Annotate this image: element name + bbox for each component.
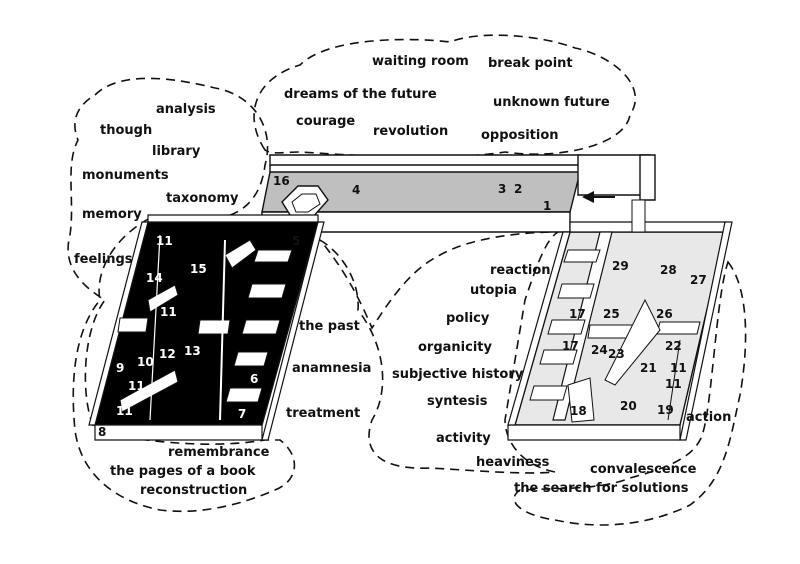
corridor bbox=[261, 154, 656, 233]
label-syntesis: syntesis bbox=[427, 394, 488, 409]
right-block-numbers: 29 28 27 17 25 26 17 24 23 22 21 11 11 2… bbox=[562, 259, 707, 418]
label-taxonomy: taxonomy bbox=[166, 191, 239, 206]
room-number: 11 bbox=[116, 404, 133, 418]
label-activity: activity bbox=[436, 431, 491, 446]
label-opposition: opposition bbox=[481, 128, 559, 143]
label-anamnesia: anamnesia bbox=[292, 361, 371, 376]
left-block-numbers: 11 15 5 14 11 9 10 12 13 11 11 6 7 8 bbox=[98, 234, 300, 439]
room-number: 14 bbox=[146, 271, 163, 285]
room-number: 4 bbox=[352, 183, 360, 197]
cloud-middle bbox=[319, 231, 561, 474]
room-number: 7 bbox=[238, 407, 246, 421]
label-unknown-future: unknown future bbox=[493, 95, 610, 110]
label-policy: policy bbox=[446, 311, 490, 326]
right-cloud-words: action convalescence the search for solu… bbox=[514, 410, 731, 496]
label-waiting-room: waiting room bbox=[372, 54, 469, 69]
label-convalescence: convalescence bbox=[590, 462, 697, 477]
label-monuments: monuments bbox=[82, 168, 169, 183]
label-utopia: utopia bbox=[470, 283, 517, 298]
room-number: 28 bbox=[660, 263, 677, 277]
label-though: though bbox=[100, 123, 152, 138]
room-number: 6 bbox=[250, 372, 258, 386]
room-number: 20 bbox=[620, 399, 637, 413]
room-number: 2 bbox=[514, 182, 522, 196]
entrance-tower bbox=[577, 154, 651, 196]
label-revolution: revolution bbox=[373, 124, 448, 139]
room-number: 22 bbox=[665, 339, 682, 353]
top-cloud-words: waiting room break point dreams of the f… bbox=[284, 54, 610, 143]
room-number: 18 bbox=[570, 404, 587, 418]
cloud-right bbox=[513, 260, 747, 526]
room-number: 11 bbox=[156, 234, 173, 248]
label-subjective-history: subjective history bbox=[392, 367, 524, 382]
room-number: 23 bbox=[608, 347, 625, 361]
right-block bbox=[507, 199, 733, 441]
room-number: 1 bbox=[543, 199, 551, 213]
label-memory: memory bbox=[82, 207, 142, 222]
label-the-past: the past bbox=[299, 319, 360, 334]
label-organicity: organicity bbox=[418, 340, 493, 355]
room-number: 26 bbox=[656, 307, 673, 321]
middle-cloud-words: the past anamnesia treatment reaction ut… bbox=[286, 263, 551, 470]
left-block bbox=[88, 214, 325, 441]
arrow-head-icon bbox=[582, 191, 594, 203]
room-number: 12 bbox=[159, 347, 176, 361]
label-courage: courage bbox=[296, 114, 355, 129]
label-the-search-for-solutions: the search for solutions bbox=[514, 481, 689, 496]
cloud-left bbox=[67, 77, 296, 513]
room-number: 5 bbox=[292, 234, 300, 248]
room-number: 25 bbox=[603, 307, 620, 321]
room-number: 13 bbox=[184, 344, 201, 358]
label-action: action bbox=[686, 410, 731, 425]
label-the-pages-of-a-book: the pages of a book bbox=[110, 464, 256, 479]
label-dreams-of-the-future: dreams of the future bbox=[284, 87, 437, 102]
label-treatment: treatment bbox=[286, 406, 360, 421]
label-analysis: analysis bbox=[156, 102, 216, 117]
label-break-point: break point bbox=[488, 56, 573, 71]
room-number: 10 bbox=[137, 355, 154, 369]
room-number: 17 bbox=[562, 339, 579, 353]
room-number: 11 bbox=[160, 305, 177, 319]
left-cloud-words: analysis though library monuments taxono… bbox=[74, 102, 270, 498]
room-number: 16 bbox=[273, 174, 290, 188]
room-number: 17 bbox=[569, 307, 586, 321]
label-reaction: reaction bbox=[490, 263, 551, 278]
corridor-top-wall bbox=[269, 154, 581, 166]
room-number: 9 bbox=[116, 361, 124, 375]
room-number: 3 bbox=[498, 182, 506, 196]
label-feelings: feelings bbox=[74, 252, 133, 267]
corridor-numbers: 16 4 3 2 1 bbox=[273, 174, 551, 213]
room-number: 29 bbox=[612, 259, 629, 273]
room-number: 11 bbox=[128, 379, 145, 393]
label-heaviness: heaviness bbox=[476, 455, 550, 470]
room-number: 11 bbox=[670, 361, 687, 375]
label-remembrance: remembrance bbox=[168, 445, 270, 460]
label-reconstruction: reconstruction bbox=[140, 483, 247, 498]
label-library: library bbox=[152, 144, 201, 159]
room-number: 19 bbox=[657, 403, 674, 417]
room-number: 21 bbox=[640, 361, 657, 375]
room-number: 24 bbox=[591, 343, 608, 357]
room-number: 27 bbox=[690, 273, 707, 287]
room-number: 15 bbox=[190, 262, 207, 276]
room-number: 8 bbox=[98, 425, 106, 439]
room-number: 11 bbox=[665, 377, 682, 391]
